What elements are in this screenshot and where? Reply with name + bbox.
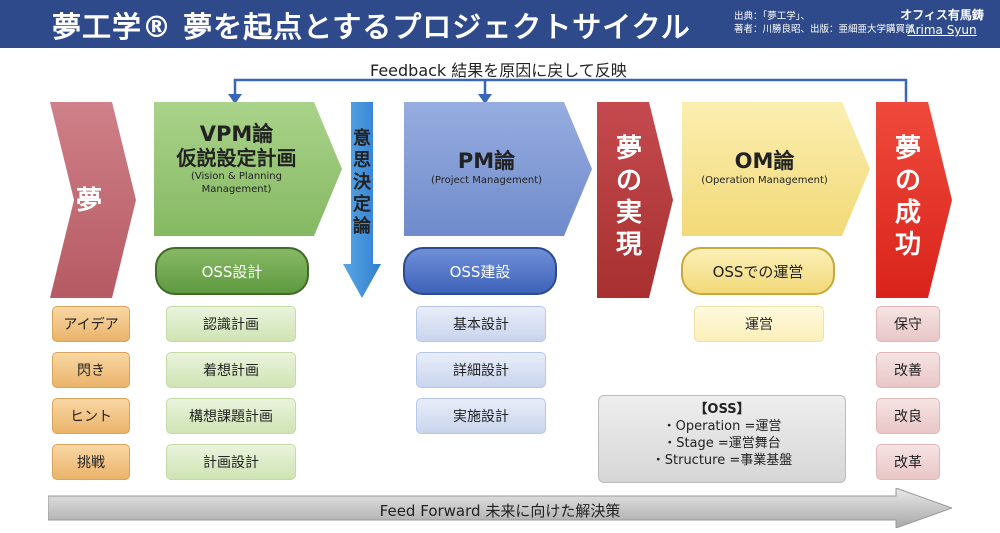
dream-item-idea: アイデア [52, 306, 130, 342]
vpm-item-planning: 構想課題計画 [166, 398, 296, 434]
oss-operation-pill: OSSでの運営 [681, 247, 835, 295]
oss-design-pill: OSS設計 [155, 247, 309, 295]
office-name: オフィス有馬鋳 [900, 8, 984, 22]
feedforward-label: Feed Forward 未来に向けた解決策 [379, 502, 621, 520]
vpm-title-2: 仮説設定計画 [176, 146, 297, 170]
header-bar [0, 0, 1000, 48]
decision-arrow [343, 102, 381, 298]
office-credit: オフィス有馬鋳 Arima Syun [892, 8, 992, 38]
pm-item-implementation: 実施設計 [416, 398, 546, 434]
vpm-subtitle-2: Management) [201, 184, 272, 195]
success-item-improvement: 改善 [876, 352, 940, 388]
oss-definition-box: 【OSS】 ・Operation =運営 ・Stage =運営舞台 ・Struc… [598, 395, 846, 483]
om-subtitle: (Operation Management) [701, 175, 828, 186]
om-item-operation: 運営 [694, 306, 824, 342]
source-line-2: 著者：川勝良昭、出版：亜細亜大学購買部 [734, 24, 915, 35]
vpm-chevron [154, 102, 342, 236]
success-label: 夢の成功 [894, 134, 921, 260]
success-chevron [876, 102, 952, 298]
pm-subtitle: (Project Management) [430, 175, 543, 186]
success-item-reform: 改革 [876, 444, 940, 480]
feedback-label: Feedback 結果を原因に戻して反映 [370, 61, 627, 80]
dream-item-hint: ヒント [52, 398, 130, 434]
pm-title: PM論 [457, 149, 516, 173]
om-chevron [682, 102, 870, 236]
oss-construction-pill: OSS建設 [403, 247, 557, 295]
author-romaji: Arima Syun [907, 23, 977, 37]
feedforward-arrow [48, 488, 952, 528]
om-title: OM論 [734, 149, 795, 173]
realize-label: 夢の実現 [615, 134, 642, 260]
vpm-title: VPM論 [199, 122, 274, 146]
dream-item-inspiration: 閃き [52, 352, 130, 388]
oss-line-stage: ・Stage =運営舞台 [663, 436, 781, 451]
decision-label: 意思決定論 [353, 128, 371, 237]
vpm-item-conception: 着想計画 [166, 352, 296, 388]
pm-item-basic: 基本設計 [416, 306, 546, 342]
vpm-label-block: VPM論 仮説設定計画 (Vision & Planning Managemen… [154, 122, 319, 196]
om-label-block: OM論 (Operation Management) [682, 148, 847, 188]
dream-item-challenge: 挑戦 [52, 444, 130, 480]
oss-title: 【OSS】 [694, 402, 750, 417]
pm-item-detail: 詳細設計 [416, 352, 546, 388]
oss-line-operation: ・Operation =運営 [662, 419, 782, 434]
pm-label-block: PM論 (Project Management) [404, 148, 569, 188]
success-item-maintenance: 保守 [876, 306, 940, 342]
oss-line-structure: ・Structure =事業基盤 [651, 453, 793, 468]
source-citation: 出典：「夢工学」、 著者：川勝良昭、出版：亜細亜大学購買部 [734, 10, 915, 36]
page-title: 夢工学® 夢を起点とするプロジェクトサイクル [52, 10, 691, 44]
source-line-1: 出典：「夢工学」、 [734, 11, 811, 22]
realize-chevron [597, 102, 673, 298]
vpm-item-recognition: 認識計画 [166, 306, 296, 342]
success-item-refinement: 改良 [876, 398, 940, 434]
dream-label: 夢 [75, 186, 102, 216]
pm-chevron [404, 102, 592, 236]
dream-chevron [50, 102, 136, 298]
vpm-subtitle-1: (Vision & Planning [191, 171, 282, 182]
vpm-item-design: 計画設計 [166, 444, 296, 480]
